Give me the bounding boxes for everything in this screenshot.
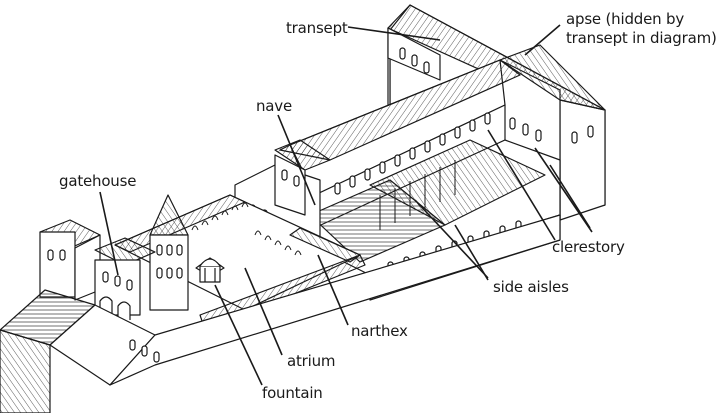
label-transept: transept [286,19,348,37]
label-apse-line1: apse (hidden by [566,10,684,28]
label-fountain: fountain [262,384,323,402]
label-gatehouse: gatehouse [59,172,137,190]
bell-tower [149,194,189,311]
label-clerestory: clerestory [552,238,625,256]
front-stairs [0,214,561,413]
label-apse: apse (hidden by transept in diagram) [566,10,717,48]
label-side-aisles: side aisles [493,278,569,296]
label-narthex: narthex [351,322,408,340]
label-atrium: atrium [287,352,336,370]
fountain [195,257,225,283]
leader-lines [99,24,593,386]
label-nave: nave [256,97,293,115]
label-apse-line2: transept in diagram) [566,29,717,47]
